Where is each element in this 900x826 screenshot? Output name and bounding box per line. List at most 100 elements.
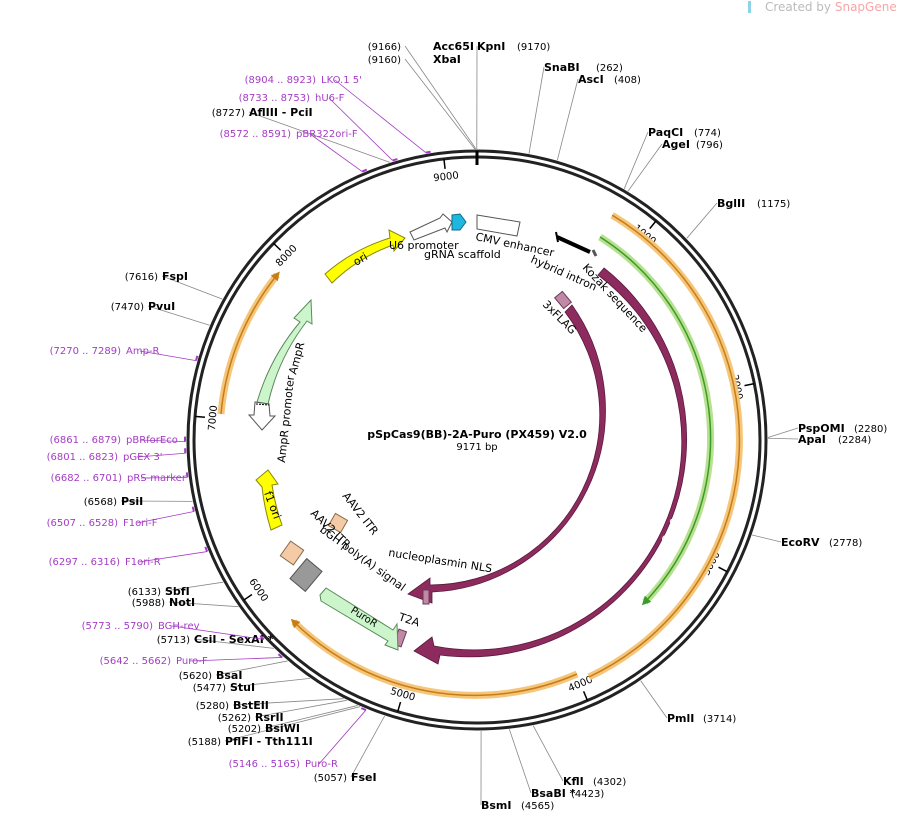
primer-leader — [171, 625, 264, 640]
enzyme-position: (8727) — [212, 108, 245, 119]
enzyme-leader — [528, 66, 545, 154]
primer-leader — [139, 439, 186, 443]
enzyme-leader — [161, 275, 223, 300]
enzyme-leader — [193, 638, 274, 649]
enzyme-position: (1175) — [757, 199, 790, 210]
primer-position: (6507 .. 6528) — [47, 518, 119, 529]
orf-green-cas9-line — [599, 236, 712, 606]
label-ampr-promoter: AmpR promoter — [275, 375, 297, 464]
nls-tag — [422, 589, 430, 605]
enzyme-leader — [254, 699, 347, 718]
primer-name: pGEX 3' — [123, 452, 163, 463]
primer-position: (8904 .. 8923) — [245, 75, 317, 86]
enzyme-name: StuI — [230, 681, 255, 694]
primer-name: LKO.1 5' — [321, 75, 362, 86]
enzyme-site: AflIII - PciI(8727) — [212, 106, 390, 163]
enzyme-site: PaqCI(774) — [623, 126, 721, 190]
orf-outer-cas9-line — [588, 214, 741, 678]
enzyme-name: CsiI - SexAI * — [194, 633, 274, 646]
primer-name: F1ori-R — [125, 557, 161, 568]
enzyme-site: AgeI(796) — [627, 138, 723, 192]
primer-bind-mark — [277, 653, 283, 659]
label-grna-scaffold: gRNA scaffold — [424, 248, 501, 261]
enzyme-leader — [232, 698, 344, 706]
enzyme-site: BsaBI *(4423) — [508, 729, 604, 800]
enzyme-leader — [215, 660, 288, 676]
bgh-polya-box — [289, 557, 323, 593]
enzyme-name: PmlI — [667, 712, 694, 725]
enzyme-leader — [168, 601, 239, 608]
enzyme-leader — [767, 427, 799, 438]
primer-bind-mark — [185, 472, 189, 478]
credit-brand: SnapGene — [835, 0, 897, 14]
enzyme-name: EcoRV — [781, 536, 820, 549]
enzyme-leader — [640, 680, 668, 719]
ampr-promoter-arrow — [247, 401, 277, 431]
enzyme-site: BstEII (5280) — [196, 698, 344, 712]
enzyme-leader — [229, 677, 311, 688]
primer-position: (8572 .. 8591) — [220, 129, 292, 140]
cas9-outer-label: Cas9 — [659, 516, 682, 546]
enzyme-name: ApaI — [798, 433, 826, 446]
enzyme-name: FseI — [351, 771, 377, 784]
enzyme-name: XbaI — [433, 53, 461, 66]
enzyme-site: StuI (5477) — [193, 677, 311, 694]
primer-bind-mark — [425, 150, 431, 154]
enzyme-name: PaqCI — [648, 126, 683, 139]
enzyme-name: FspI — [162, 270, 188, 283]
primer-leader — [140, 476, 188, 479]
enzyme-site: FspI (7616) — [125, 270, 223, 300]
enzyme-position: (5280) — [196, 701, 229, 712]
enzyme-position: (408) — [614, 75, 641, 86]
primer-sites: (8904 .. 8923) LKO.1 5' (8733 .. 8753)hU6-… — [47, 75, 431, 770]
primer-site: (8733 .. 8753)hU6-F — [239, 93, 398, 162]
primer-name: pRS-marker — [127, 473, 187, 484]
enzyme-position: (5202) — [228, 724, 261, 735]
enzyme-name: KflI — [563, 775, 584, 788]
primer-site: (5642 .. 5662)Puro-F — [100, 653, 283, 667]
enzyme-site: RsrII(5262) — [218, 699, 347, 724]
f1-ori-arrow — [255, 469, 283, 531]
enzyme-site: BsmI(4565) — [480, 730, 554, 812]
primer-site: (6682 .. 6701) pRS-marker — [51, 472, 189, 484]
enzyme-site: FseI(5057) — [314, 715, 385, 784]
plasmid-size: 9171 bp — [456, 442, 497, 453]
primer-position: (6682 .. 6701) — [51, 473, 123, 484]
enzyme-position: (5477) — [193, 683, 226, 694]
enzyme-name: PflFI - Tth111I — [225, 735, 313, 748]
enzyme-site: AscI(408) — [556, 73, 641, 161]
label-aav2-itr-lower: AAV2 ITR — [308, 507, 353, 552]
plasmid-title: pSpCas9(BB)-2A-Puro (PX459) V2.0 — [367, 428, 587, 441]
primer-position: (6861 .. 6879) — [50, 435, 122, 446]
cas9-inner-arrow — [407, 304, 606, 604]
enzyme-name: BstEII — [233, 699, 269, 712]
enzyme-position: (6133) — [128, 587, 161, 598]
primer-name: F1ori-F — [123, 518, 158, 529]
enzyme-leader — [147, 305, 210, 326]
primer-site: (5773 .. 5790)BGH-rev — [82, 621, 265, 641]
enzyme-site: PflFI - Tth111I(5188) — [188, 706, 361, 748]
primer-site: (8572 .. 8591)pBR322ori-F — [220, 129, 368, 173]
enzyme-site: SnaBI(262) — [528, 61, 623, 154]
enzyme-name: KpnI — [477, 40, 505, 53]
ampr-promoter-dash — [255, 403, 270, 406]
kozak-mark — [591, 249, 598, 257]
label-aav2-itr-upper: AAV2 ITR — [340, 490, 381, 538]
primer-position: (5146 .. 5165) — [229, 759, 301, 770]
enzyme-position: (6568) — [84, 497, 117, 508]
enzyme-position: (3714) — [703, 714, 736, 725]
primer-leader — [136, 452, 186, 458]
enzyme-site: ApaI(2284) — [767, 433, 871, 446]
tick-mark — [273, 242, 282, 251]
enzyme-site: KpnI(9170) — [476, 40, 550, 150]
enzyme-position: (7616) — [125, 272, 158, 283]
primer-name: Amp-R — [126, 346, 160, 357]
enzyme-name: SbfI — [165, 585, 190, 598]
enzyme-position: (4423) — [571, 789, 604, 800]
primer-position: (7270 .. 7289) — [50, 346, 122, 357]
enzyme-site: XbaI(9160) — [368, 53, 476, 150]
tick-mark — [443, 158, 446, 169]
other-features — [247, 213, 598, 651]
primer-bind-mark — [259, 635, 265, 641]
